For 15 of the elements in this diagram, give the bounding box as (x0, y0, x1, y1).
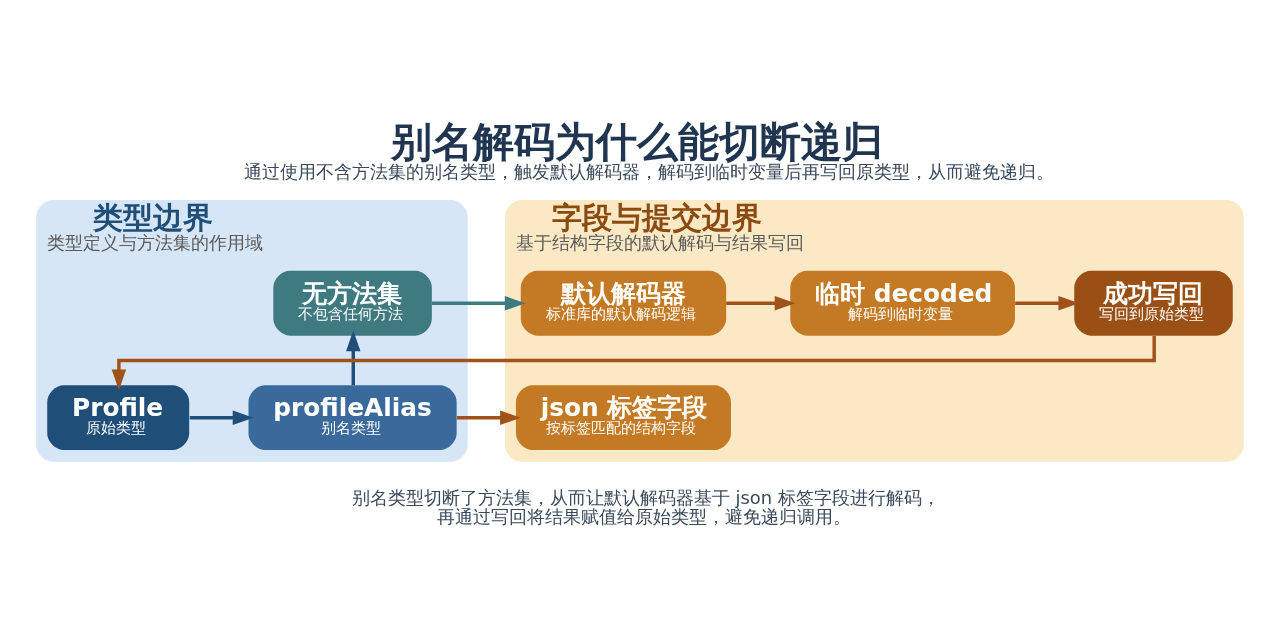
arrow (456, 409, 521, 425)
arrow (346, 330, 361, 385)
arrow (432, 295, 526, 311)
node-box: 临时 decoded 解码到临时变量 (790, 270, 1015, 336)
node-box: 无方法集 不包含任何方法 (273, 270, 432, 336)
arrow (1015, 295, 1080, 311)
node-box: profileAlias 别名类型 (248, 384, 457, 450)
node-box: Profile 原始类型 (47, 384, 190, 450)
arrow (726, 295, 796, 311)
node-box: 默认解码器 标准库的默认解码逻辑 (520, 270, 727, 336)
node-box: json 标签字段 按标签匹配的结构字段 (515, 384, 731, 450)
node-box: 成功写回 写回到原始类型 (1074, 270, 1233, 336)
arrow (189, 409, 254, 425)
caption: 别名类型切断了方法集，从而让默认解码器基于 json 标签字段进行解码，再通过写回将结果赋值给原始类型，避免递归调用。 (351, 486, 940, 527)
arrow (111, 335, 1156, 390)
